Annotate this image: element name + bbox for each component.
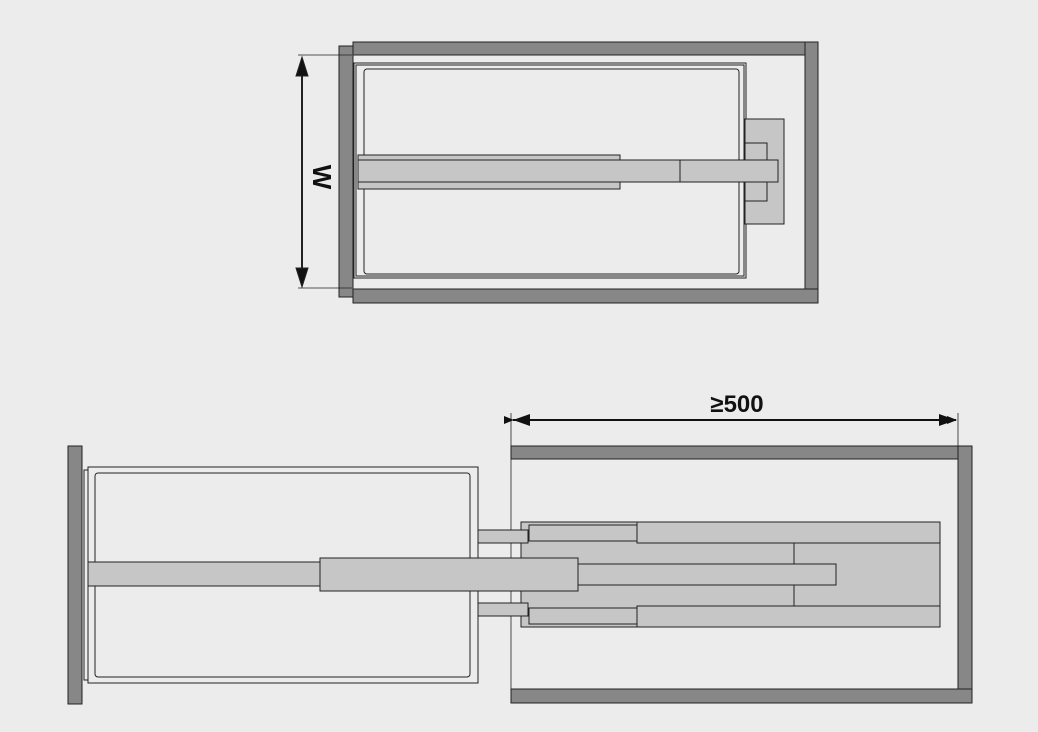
top-view bbox=[295, 41, 819, 304]
center-rail-extended bbox=[87, 557, 579, 592]
slide-arms bbox=[477, 529, 529, 617]
front-panel bbox=[338, 45, 354, 298]
center-rail bbox=[357, 154, 779, 190]
front-panel-extended bbox=[67, 445, 83, 705]
cabinet-top-view bbox=[352, 41, 819, 304]
depth-label: ≥500 bbox=[710, 391, 763, 418]
width-dimension bbox=[295, 54, 352, 289]
bottom-view bbox=[67, 413, 973, 705]
cabinet-side-view bbox=[510, 445, 973, 704]
width-label: W bbox=[307, 165, 337, 190]
telescopic-slide bbox=[518, 521, 941, 628]
